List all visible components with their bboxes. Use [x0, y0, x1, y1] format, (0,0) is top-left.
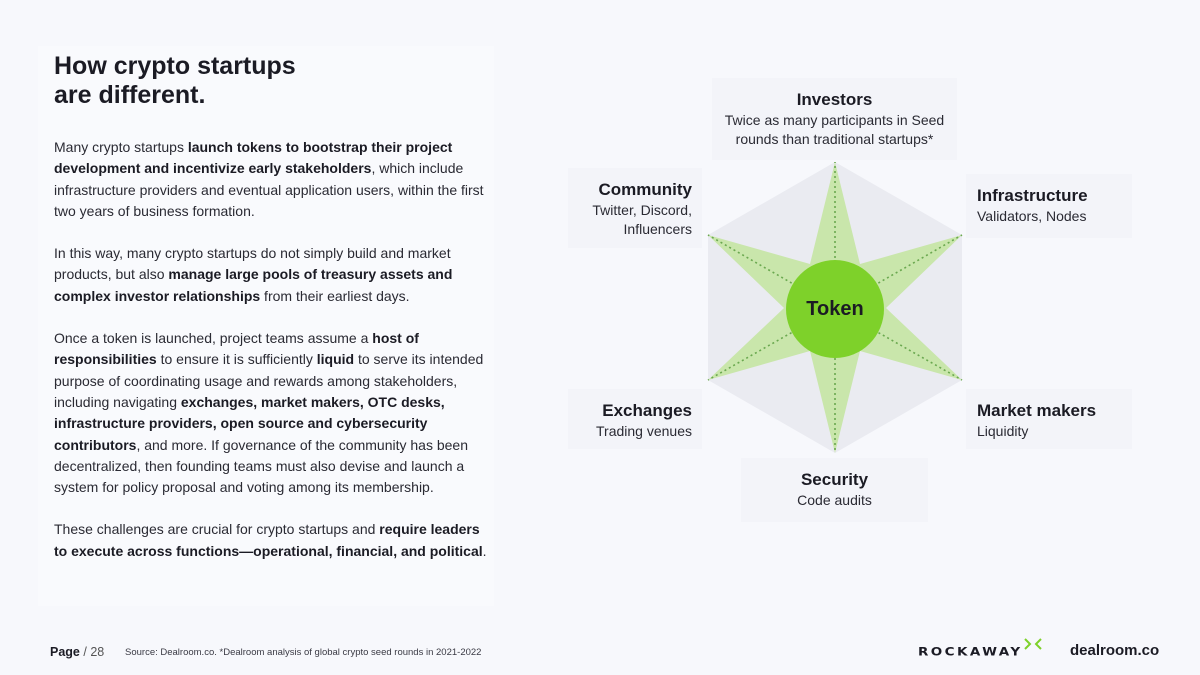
rockaway-chevrons-icon — [1024, 638, 1042, 650]
node-label-community: Community — [598, 180, 693, 199]
token-label: Token — [806, 297, 864, 320]
emphasis-text: require leaders to execute across functi… — [54, 521, 483, 559]
emphasis-text: launch tokens to bootstrap their project… — [54, 139, 453, 177]
node-label-exchanges: Exchanges — [602, 401, 692, 420]
paragraph-4: These challenges are crucial for crypto … — [54, 519, 494, 562]
node-investors: Investors Twice as many participants in … — [712, 78, 957, 160]
paragraph-3: Once a token is launched, project teams … — [54, 328, 494, 498]
rockaway-wordmark: ROCKAWAY — [918, 645, 1023, 659]
page-title: How crypto startups are different. — [54, 52, 474, 110]
paragraph-text: In this way, many crypto startups do not… — [54, 245, 451, 283]
token-circle: Token — [786, 260, 884, 358]
dealroom-logo: dealroom.co — [1070, 642, 1160, 659]
page-number: / 28 — [83, 645, 105, 659]
node-community: Community Twitter, Discord, Influencers — [568, 168, 702, 248]
node-infrastructure: Infrastructure Validators, Nodes — [966, 174, 1132, 238]
node-desc-security: Code audits — [797, 492, 872, 508]
emphasis-text: liquid — [316, 351, 355, 368]
text-panel — [38, 46, 494, 606]
node-desc-community-1: Twitter, Discord, — [592, 202, 692, 218]
page-word: Page — [50, 645, 80, 659]
node-desc-exchanges: Trading venues — [596, 423, 692, 439]
paragraph-1: Many crypto startups launch tokens to bo… — [54, 137, 494, 222]
paragraph-text: from their earliest days. — [260, 287, 410, 304]
node-exchanges: Exchanges Trading venues — [568, 389, 702, 449]
emphasis-text: manage large pools of treasury assets an… — [54, 266, 453, 304]
emphasis-text: host of responsibilities — [54, 330, 419, 368]
paragraph-text: , which include infrastructure providers… — [54, 160, 484, 219]
paragraph-text: These challenges are crucial for crypto … — [54, 521, 380, 538]
paragraph-text: . — [482, 542, 487, 559]
paragraph-text: , and more. If governance of the communi… — [54, 436, 468, 496]
node-desc-community-2: Influencers — [623, 220, 692, 237]
paragraph-text: to serve its intended purpose of coordin… — [54, 351, 484, 410]
source-note: Source: Dealroom.co. *Dealroom analysis … — [125, 647, 482, 658]
page-indicator: Page / 28 — [50, 645, 104, 659]
node-desc-market-makers: Liquidity — [977, 423, 1029, 439]
node-label-infrastructure: Infrastructure — [977, 186, 1088, 205]
paragraph-text: Many crypto startups — [54, 139, 188, 155]
body-text: Many crypto startups launch tokens to bo… — [54, 137, 494, 583]
title-line-1: How crypto startups — [54, 52, 296, 80]
paragraph-text: to ensure it is sufficiently — [156, 351, 317, 368]
rockaway-logo: ROCKAWAY — [918, 637, 1043, 663]
node-label-investors: Investors — [796, 90, 873, 109]
node-desc-investors-1: Twice as many participants in Seed — [724, 112, 945, 128]
node-desc-investors-2: rounds than traditional startups* — [735, 130, 934, 147]
paragraph-text: Once a token is launched, project teams … — [54, 330, 373, 347]
paragraph-2: In this way, many crypto startups do not… — [54, 243, 494, 307]
node-market-makers: Market makers Liquidity — [966, 389, 1132, 449]
node-security: Security Code audits — [741, 458, 928, 522]
emphasis-text: exchanges, market makers, OTC desks, inf… — [54, 393, 445, 453]
node-label-market-makers: Market makers — [977, 401, 1097, 420]
title-line-2: are different. — [54, 81, 206, 109]
node-label-security: Security — [800, 470, 869, 489]
node-desc-infrastructure: Validators, Nodes — [977, 208, 1087, 224]
